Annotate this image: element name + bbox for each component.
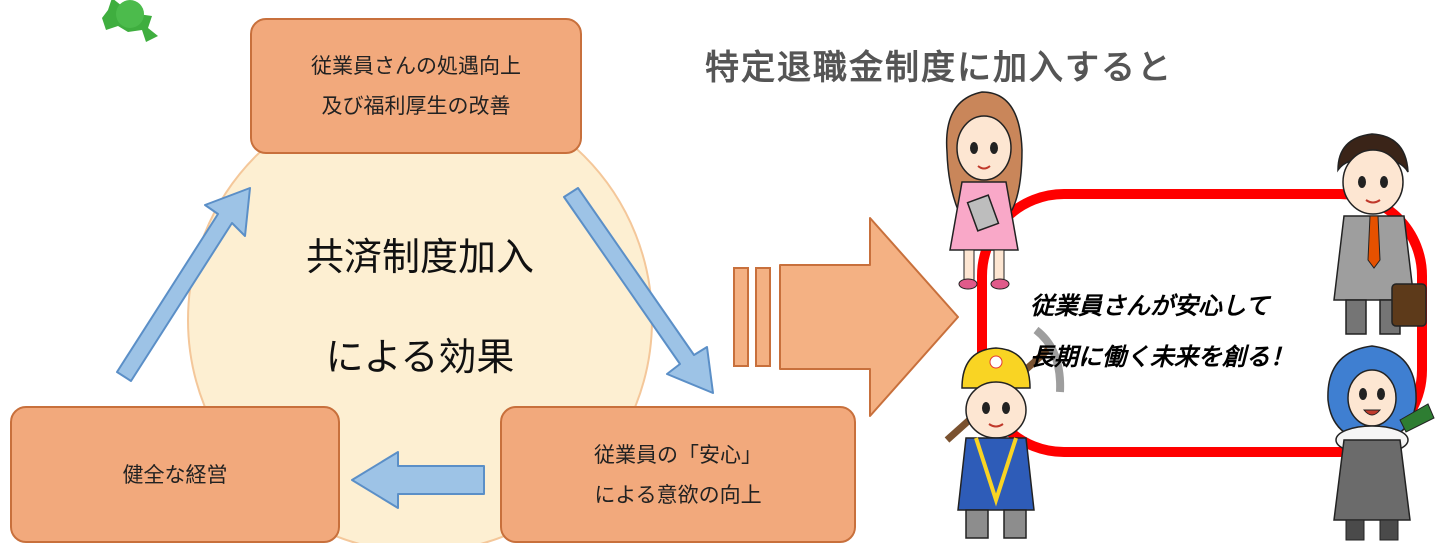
box-sound-management-line1: 健全な経営 <box>122 462 228 487</box>
center-title-line1: 共済制度加入 <box>305 235 534 279</box>
page-heading: 特定退職金制度に加入すると <box>705 48 1173 88</box>
arrow-left <box>351 451 485 509</box>
box-employee-treatment-line2: 及び福利厚生の改善 <box>321 94 511 118</box>
box-employee-treatment: 従業員さんの処遇向上 及び福利厚生の改善 <box>250 18 582 154</box>
businessman-icon <box>1333 133 1427 335</box>
box-employee-motivation-line1: 従業員の「安心」 <box>594 442 762 467</box>
farmer-woman-icon <box>1327 345 1435 541</box>
box-employee-motivation: 従業員の「安心」 による意欲の向上 <box>500 406 856 543</box>
box-employee-treatment-line1: 従業員さんの処遇向上 <box>311 54 521 78</box>
badge-icon <box>102 0 158 42</box>
message-line2: 長期に働く未来を創る！ <box>1030 343 1294 371</box>
equals-arrow <box>733 217 959 417</box>
center-title-line2: による効果 <box>325 335 515 379</box>
box-employee-motivation-line2: による意欲の向上 <box>594 482 762 507</box>
arrow-down-right <box>563 187 714 394</box>
businesswoman-icon <box>945 91 1023 290</box>
arrow-up-right <box>116 187 251 382</box>
box-sound-management: 健全な経営 <box>10 406 340 543</box>
construction-worker-icon <box>944 326 1065 539</box>
message-line1: 従業員さんが安心して <box>1030 292 1270 320</box>
